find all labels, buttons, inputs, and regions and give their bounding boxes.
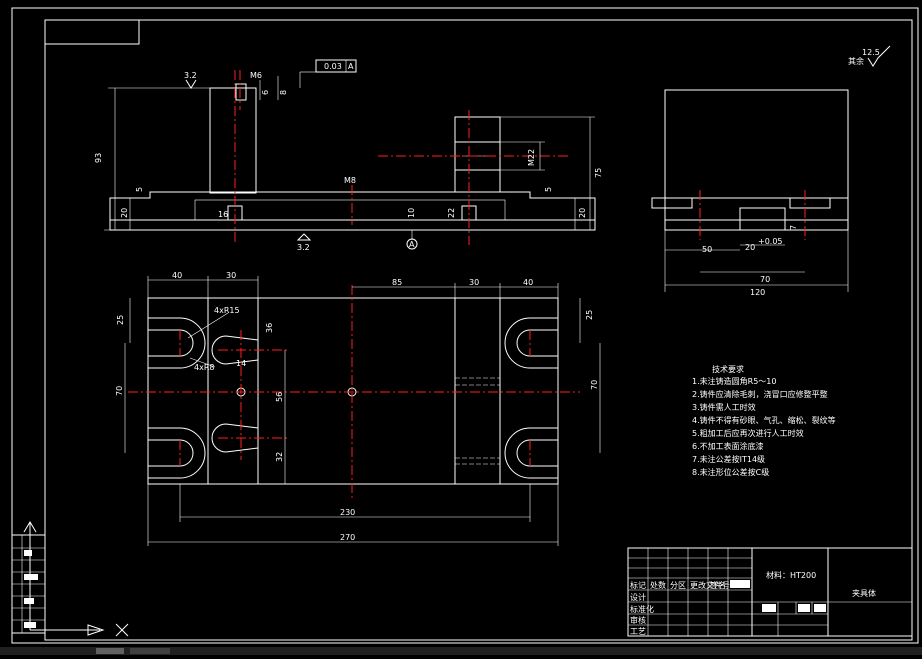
dim-75: 75 [594,168,603,178]
inner-frame [44,19,913,641]
dim-m6: M6 [250,71,262,80]
top-dim-36: 36 [265,323,274,333]
top-dim-270: 270 [340,533,355,542]
dim-m8: M8 [344,176,356,185]
tech-req-title: 技术要求 [712,364,744,374]
dim-93: 93 [94,153,103,163]
title-header-cell: 标记 [630,580,646,590]
title-row-label: 工艺 [630,627,646,636]
title-row-label: 审核 [630,615,646,625]
side-tol: +0.05 [758,237,783,246]
dim-8: 8 [279,90,288,95]
dim-10: 10 [407,208,416,218]
front-right-boss [454,116,501,193]
title-material: 材料：HT200 [766,570,816,580]
title-row-label: 标准化 [630,604,654,614]
bottom-scroll-tab[interactable] [96,648,124,654]
top-dim-70r: 70 [590,380,599,390]
top-dim-40a: 40 [172,271,182,280]
flatness-frame [315,59,357,73]
top-dim-25r: 25 [585,310,594,320]
roughness-note: 12.5 [862,48,880,57]
roughness-bottom: 3.2 [297,243,310,252]
front-view: 93 20 5 75 5 20 6 8 M22 M8 M6 10 22 16 3… [94,59,603,252]
top-dim-32: 32 [275,452,284,462]
title-header-cell: 处数 [650,580,666,590]
tech-req-item: 1.未注铸造圆角R5～10 [692,376,776,386]
roughness-suffix: 其余 [848,56,864,66]
ucs-axis-icon [23,521,129,637]
roughness-top: 3.2 [184,71,197,80]
outer-frame [11,7,919,644]
tech-req-item: 6.不加工表面涂底漆 [692,441,764,451]
datum-a-circle [406,238,418,250]
side-dim-70: 70 [760,275,770,284]
left-margin-table [11,534,46,634]
front-base-plate [109,191,596,231]
bottom-scroll-strip[interactable] [0,647,922,655]
dim-20-left: 20 [120,208,129,218]
title-part-name: 夹具体 [852,588,876,598]
top-dim-30a: 30 [226,271,236,280]
hole-note-r15: 4xR15 [214,306,240,315]
side-dim-120: 120 [750,288,765,297]
dim-5-left: 5 [135,187,144,192]
tech-req-item: 2.铸件应清除毛刺，浇冒口应修整平整 [692,389,828,399]
dim-5-right: 5 [544,187,553,192]
tech-requirements: 技术要求 1.未注铸造圆角R5～10 2.铸件应清除毛刺，浇冒口应修整平整 3.… [692,364,836,477]
dim-20-right: 20 [578,208,587,218]
bottom-scroll-tab[interactable] [130,648,170,654]
top-dim-14: 14 [236,359,246,368]
top-dim-30b: 30 [469,278,479,287]
dim-6: 6 [261,90,270,95]
top-dim-230: 230 [340,508,355,517]
dim-16: 16 [218,210,228,219]
tech-req-item: 8.未注形位公差按C级 [692,467,769,477]
tech-req-item: 5.粗加工后应再次进行人工时效 [692,428,804,438]
dim-m22: M22 [527,149,536,166]
top-dim-25l: 25 [116,315,125,325]
corner-label-box [44,19,140,45]
top-dim-85: 85 [392,278,402,287]
side-dim-20: 20 [745,243,755,252]
title-header-cell: 更改文件号 [690,580,730,590]
title-header-cell: 签名 [710,580,726,590]
side-dim-50: 50 [702,245,712,254]
top-view: 40 30 85 30 40 25 25 70 70 56 32 14 36 2… [115,271,601,546]
side-view: 70 120 50 20 +0.05 7 12.5 其余 [651,45,891,297]
top-dim-70l: 70 [115,386,124,396]
hole-note-r8: 4xR8 [194,363,214,372]
tech-req-item: 4.铸件不得有砂眼、气孔、缩松、裂纹等 [692,415,836,425]
title-row-label: 设计 [630,592,646,602]
top-dim-40b: 40 [523,278,533,287]
title-header-cell: 分区 [670,581,686,590]
title-block: 材料：HT200 夹具体 标记 处数 分区 更改文件号 签名 设计 标准化 审核… [627,547,913,637]
front-left-column [209,87,257,194]
flatness-value: 0.03 [324,62,342,71]
tech-req-item: 3.铸件需人工时效 [692,402,756,412]
tech-req-item: 7.未注公差按IT14级 [692,454,765,464]
flatness-datum: A [348,62,354,71]
datum-label: A [409,240,415,249]
top-outline [147,297,559,485]
dim-22: 22 [447,208,456,218]
top-dim-56: 56 [275,392,284,402]
side-dim-7: 7 [789,225,798,230]
side-outline [664,89,849,199]
